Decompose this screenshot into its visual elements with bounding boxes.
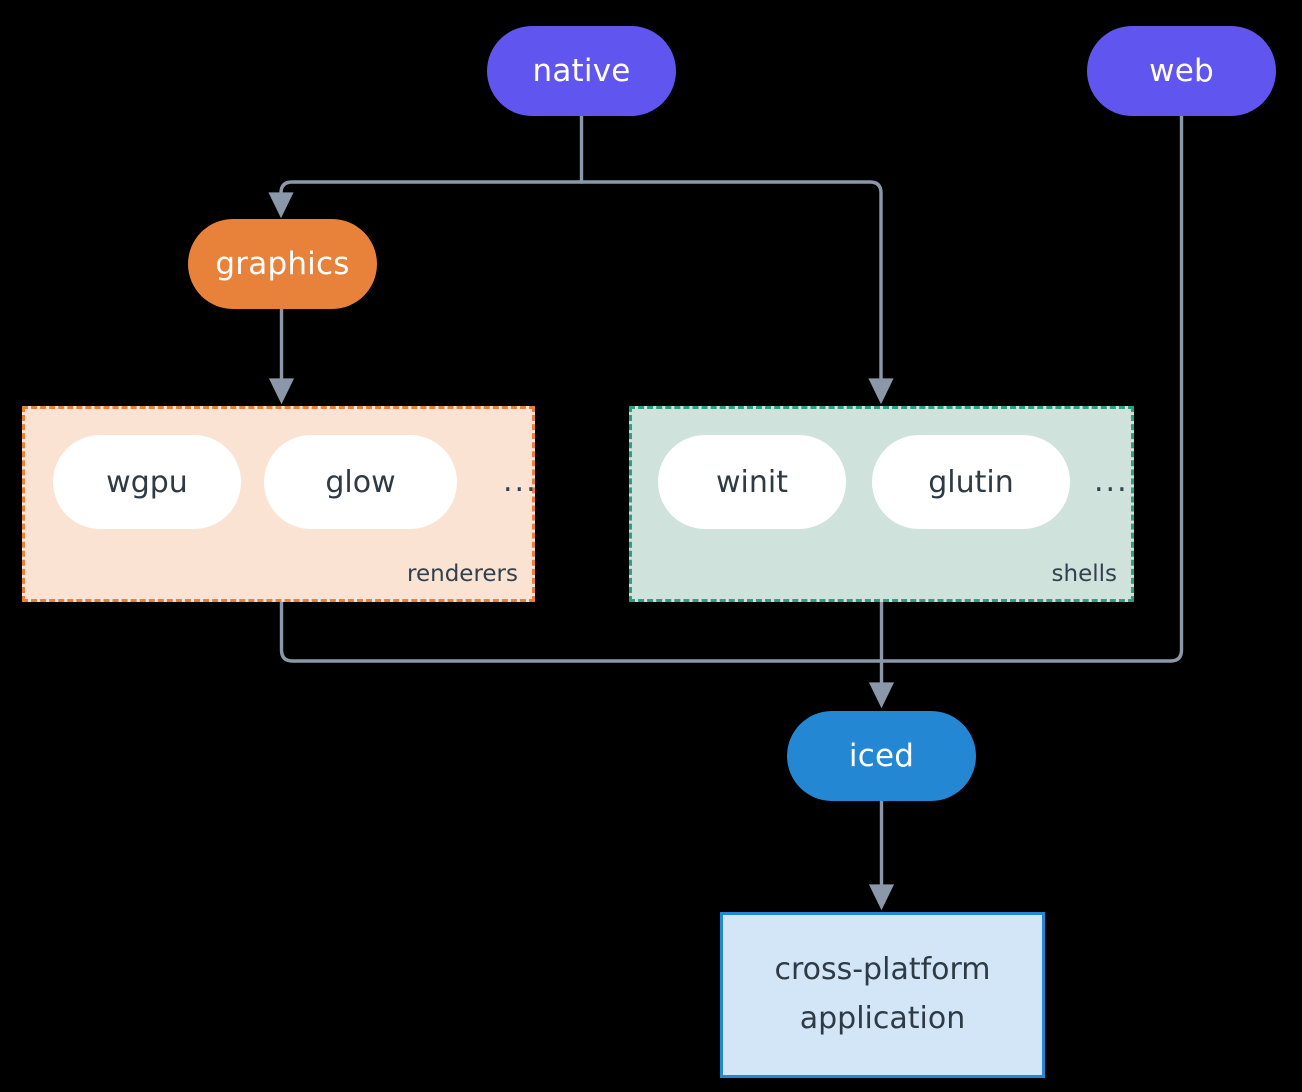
group-renderers: wgpu glow ... renderers [22,406,538,602]
group-shells-label: shells [1051,561,1117,587]
node-wgpu-label: wgpu [106,464,188,500]
shells-overflow-ellipsis: ... [1094,464,1129,499]
node-native[interactable]: native [487,26,676,116]
node-graphics[interactable]: graphics [188,219,377,309]
group-renderers-label: renderers [407,561,518,587]
node-native-label: native [532,53,631,89]
node-wgpu[interactable]: wgpu [53,435,241,529]
edge-renderers-to-iced [279,600,883,663]
group-shells: winit glutin ... shells [629,406,1134,602]
node-glutin[interactable]: glutin [872,435,1070,529]
renderers-overflow-ellipsis: ... [503,464,538,499]
node-glow-label: glow [325,464,396,500]
node-winit-label: winit [716,464,788,500]
edge-native-to-shells [579,180,894,405]
node-winit[interactable]: winit [658,435,846,529]
application-label-line2: application [799,1001,966,1036]
node-glow[interactable]: glow [264,435,457,529]
node-web-label: web [1149,53,1214,89]
node-iced-label: iced [848,738,915,774]
application-label-line1: cross-platform [774,952,991,988]
node-iced[interactable]: iced [787,711,976,801]
node-web[interactable]: web [1087,26,1276,116]
edge-native-to-graphics [268,180,584,219]
node-cross-platform-application[interactable]: cross-platform application [720,912,1045,1078]
node-graphics-label: graphics [215,246,350,282]
node-glutin-label: glutin [928,464,1014,500]
